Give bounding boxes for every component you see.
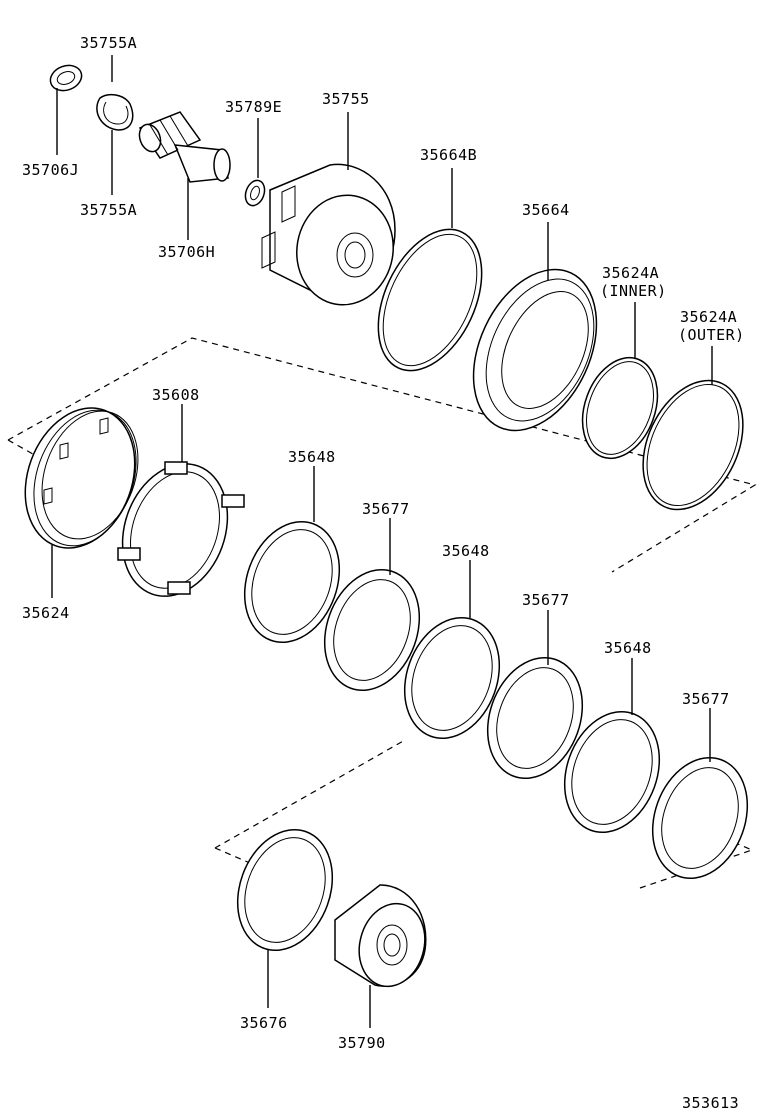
label-35648-a: 35648 [288,448,336,466]
label-35648-b: 35648 [442,542,490,560]
clutch-ring-35624[interactable] [7,393,155,598]
friction-disc-35677-b[interactable] [472,610,599,792]
label-35706h: 35706H [158,243,215,261]
label-35664b: 35664B [420,146,477,164]
snap-ring-35664b[interactable] [358,168,503,387]
steel-plate-35648-c[interactable] [549,658,676,846]
label-35706j: 35706J [22,161,79,179]
washer-35789e[interactable] [242,118,268,208]
o-ring-35624a-outer[interactable] [623,346,760,526]
piston-spring-35608[interactable] [105,404,245,611]
label-35755: 35755 [322,90,370,108]
label-35648-c: 35648 [604,639,652,657]
label-35755a-top: 35755A [80,34,137,52]
label-35624: 35624 [22,604,70,622]
steel-plate-35648-a[interactable] [229,466,356,656]
label-35624a-inner-note: (INNER) [600,282,667,300]
label-35664: 35664 [522,201,570,219]
label-35790: 35790 [338,1034,386,1052]
clutch-hub-35790[interactable] [334,884,434,1028]
steel-plate-35648-b[interactable] [389,560,516,752]
o-ring-35624a-inner[interactable] [569,302,670,469]
piston-35664[interactable] [449,222,621,450]
label-35677-c: 35677 [682,690,730,708]
label-35624a-outer-note: (OUTER) [678,326,745,344]
snap-ring-35755a[interactable] [96,55,134,195]
friction-disc-35677-c[interactable] [637,708,760,892]
flange-plate-35676[interactable] [222,816,349,1008]
thrust-bearing-35706j[interactable] [47,61,85,155]
label-35789e: 35789E [225,98,282,116]
label-35677-a: 35677 [362,500,410,518]
label-35624a-outer-number: 35624A [680,308,737,326]
diagram-id: 353613 [682,1094,739,1112]
clutch-drum-35755[interactable] [261,112,402,312]
label-35624a-inner-number: 35624A [602,264,659,282]
label-35755a-bottom: 35755A [80,201,137,219]
label-35608: 35608 [152,386,200,404]
shaft-35706h[interactable] [136,111,231,240]
friction-disc-35677-a[interactable] [309,518,436,704]
label-35676: 35676 [240,1014,288,1032]
label-35677-b: 35677 [522,591,570,609]
